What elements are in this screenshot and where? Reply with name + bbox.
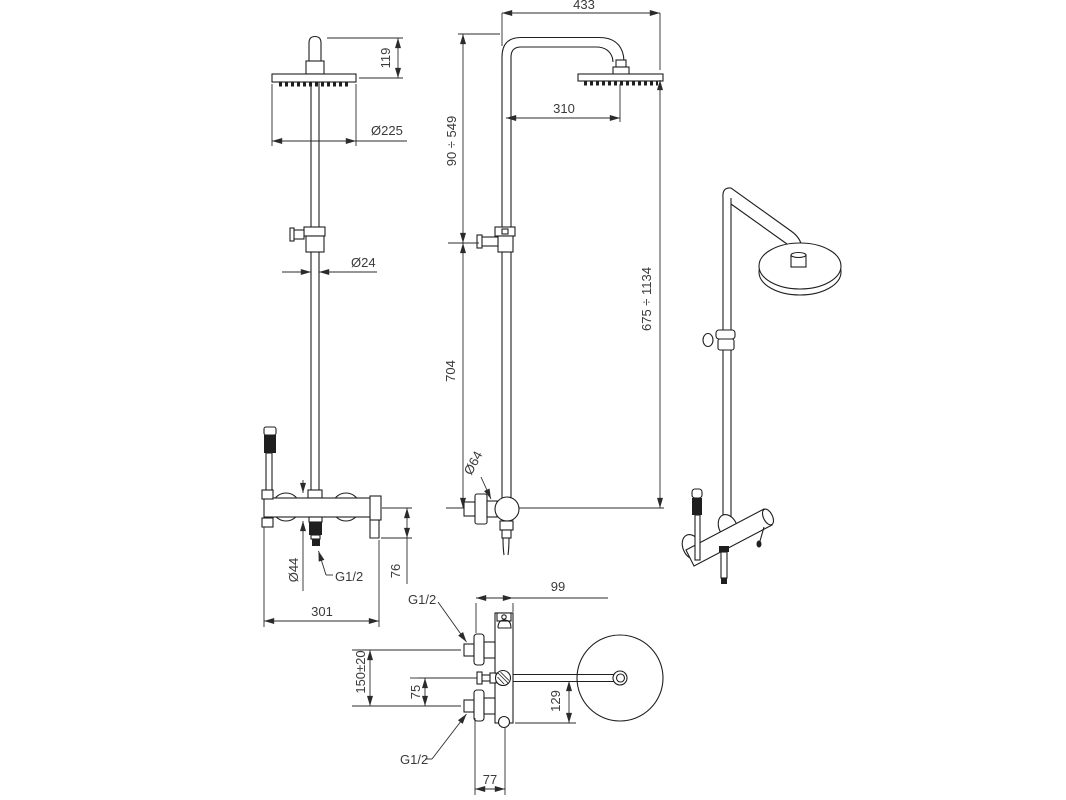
dim-body-width: 301 <box>311 604 333 619</box>
side-hose <box>502 537 510 556</box>
dim-overall-height: 675 ÷ 1134 <box>639 267 654 331</box>
front-arm <box>308 35 322 74</box>
label-outlet-thread: G1/2 <box>335 569 363 584</box>
side-flange <box>474 493 488 525</box>
dim-lower-column: 704 <box>443 360 458 382</box>
dim-arm-reach: 433 <box>573 0 595 12</box>
side-mixer-body <box>494 496 520 522</box>
top-upper-union <box>463 643 475 657</box>
front-handshower <box>263 426 277 436</box>
front-arm-nut <box>305 60 325 75</box>
top-lower-union <box>463 699 475 713</box>
persp-handshower <box>691 488 703 499</box>
top-view: 99 G1/2 150±20 75 129 G1/2 77 <box>352 579 664 795</box>
dim-arm-height: 119 <box>378 48 393 69</box>
dim-head-offset: 310 <box>553 101 575 116</box>
dim-wall-distance: 77 <box>483 772 497 787</box>
persp-slider <box>715 329 736 340</box>
label-upper-inlet-thread: G1/2 <box>408 592 436 607</box>
label-lower-inlet-thread: G1/2 <box>400 752 428 767</box>
front-mixer-body <box>263 497 381 518</box>
dim-inlet-spacing: 150±20 <box>353 650 368 693</box>
dim-spout-drop: 76 <box>388 564 403 578</box>
front-slider <box>303 226 326 237</box>
front-head-plate <box>271 73 357 83</box>
side-wall-union <box>463 501 476 517</box>
dim-head-diameter: Ø225 <box>371 123 403 138</box>
persp-lever <box>759 526 765 542</box>
dim-inlet-offset: 75 <box>408 685 423 699</box>
top-outlet <box>497 715 511 729</box>
dim-slider-range: 90 ÷ 549 <box>444 116 459 167</box>
dim-column-diameter: Ø24 <box>351 255 376 270</box>
side-view: 433 90 ÷ 549 704 675 ÷ 1134 310 Ø64 <box>443 0 664 556</box>
top-mixer-body <box>494 612 514 724</box>
dim-knob-diameter: Ø44 <box>286 558 301 583</box>
side-head-plate <box>577 73 664 82</box>
front-view: 119 Ø225 Ø24 Ø44 G1/2 76 301 <box>261 35 412 627</box>
top-handshower <box>476 671 483 685</box>
perspective-view <box>681 187 842 584</box>
side-column-arm <box>501 36 625 498</box>
front-outlet <box>308 516 323 523</box>
dim-flange-diameter: Ø64 <box>461 449 486 478</box>
dim-depth: 99 <box>551 579 565 594</box>
dim-head-clearance: 129 <box>548 690 563 712</box>
